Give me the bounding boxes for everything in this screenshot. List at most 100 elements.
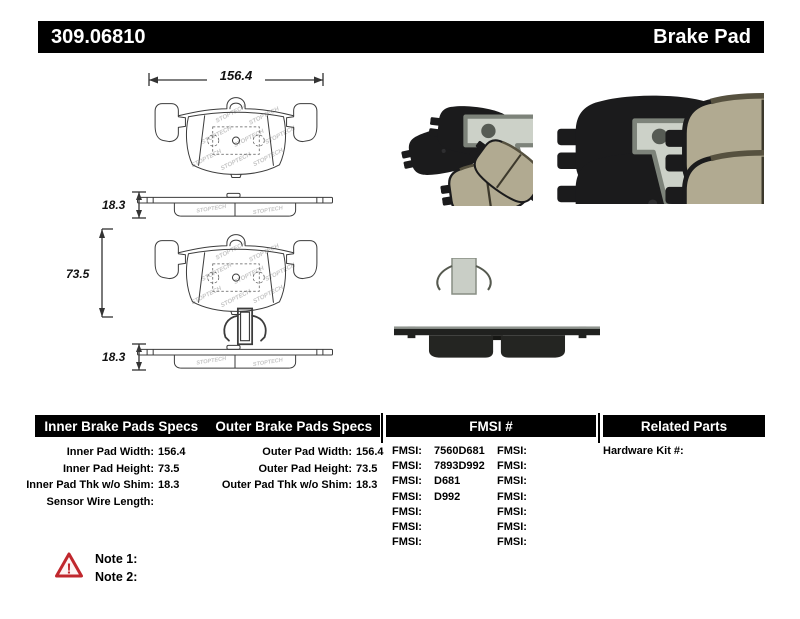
fmsi-value [426, 505, 434, 520]
fmsi-entry: FMSI: D992 [392, 490, 492, 505]
fmsi-label: FMSI: [497, 505, 527, 518]
wear-sensor-drawing [216, 305, 274, 346]
spec-value: 18.3 [356, 479, 378, 491]
spec-label: Outer Pad Width: [262, 446, 352, 458]
spec-row: Outer Pad Height: 73.5 [218, 461, 400, 478]
front-view-drawing [146, 90, 326, 182]
fmsi-label: FMSI: [392, 505, 422, 518]
fmsi-label: FMSI: [392, 521, 422, 534]
fmsi-label: FMSI: [497, 445, 527, 457]
fmsi-label: FMSI: [392, 490, 422, 503]
spec-value: 156.4 [356, 446, 384, 458]
product-photo-edge [394, 258, 600, 368]
fmsi-entry: FMSI: [497, 459, 587, 474]
spec-value: 73.5 [158, 462, 180, 475]
spec-label: Outer Pad Height: [258, 462, 352, 475]
fmsi-entry: FMSI: [497, 520, 587, 535]
fmsi-value [426, 520, 434, 535]
fmsi-value [426, 535, 434, 550]
fmsi-entry: FMSI: [497, 444, 587, 459]
inner-specs-column: Inner Pad Width: 156.4 Inner Pad Height:… [20, 444, 202, 510]
dimension-thickness-bottom-label: 18.3 [102, 350, 126, 364]
spec-value: 156.4 [158, 446, 186, 458]
inner-specs-header: Inner Brake Pads Specs [44, 418, 199, 434]
fmsi-label: FMSI: [392, 445, 422, 457]
dimension-thickness-top: 18.3 [102, 191, 146, 219]
fmsi-value [531, 490, 539, 505]
side-view-drawing [136, 190, 334, 219]
spec-row: Inner Pad Width: 156.4 [20, 444, 202, 461]
fmsi-header: FMSI # [386, 415, 596, 437]
fmsi-value [531, 474, 539, 489]
fmsi-label: FMSI: [497, 536, 527, 549]
spec-value [154, 494, 202, 511]
fmsi-value: 7560D681 [434, 445, 485, 457]
spec-value: 73.5 [356, 462, 378, 475]
note-2: Note 2: [95, 570, 138, 584]
product-photo-flat [552, 92, 764, 204]
fmsi-value: 7893D992 [434, 460, 485, 473]
related-parts-column: Hardware Kit #: [603, 444, 765, 459]
svg-text:!: ! [67, 561, 72, 578]
fmsi-label: FMSI: [392, 536, 422, 549]
fmsi-value [531, 535, 539, 550]
dimension-height-label: 73.5 [66, 267, 90, 281]
note-1: Note 1: [95, 552, 138, 566]
spec-label: Inner Pad Thk w/o Shim: [26, 479, 154, 491]
spec-label: Inner Pad Width: [66, 446, 154, 458]
warning-icon: ! [55, 552, 83, 578]
fmsi-label: FMSI: [497, 521, 527, 534]
spec-label: Outer Pad Thk w/o Shim: [221, 479, 352, 491]
column-divider [381, 413, 383, 443]
spec-value: 18.3 [158, 479, 180, 491]
part-number: 309.06810 [51, 25, 146, 48]
fmsi-column-1: FMSI: 7560D681 FMSI: 7893D992 FMSI: D681… [392, 444, 492, 550]
dimension-width: 156.4 [148, 67, 324, 86]
spec-label: Inner Pad Height: [62, 462, 154, 475]
fmsi-column-2: FMSI: FMSI: FMSI: FMSI: FMSI: FMSI: FMSI… [497, 444, 587, 550]
fmsi-entry: FMSI: [392, 505, 492, 520]
title-bar: 309.06810 Brake Pad [38, 21, 764, 53]
fmsi-value [531, 459, 539, 474]
related-part-row: Hardware Kit #: [603, 444, 765, 459]
fmsi-value: D681 [434, 475, 461, 488]
spec-row: Inner Pad Thk w/o Shim: 18.3 [20, 477, 202, 494]
fmsi-label: FMSI: [392, 475, 422, 488]
related-part-label: Hardware Kit #: [603, 445, 684, 457]
dimension-width-label: 156.4 [220, 68, 253, 83]
spec-label: Sensor Wire Length: [46, 495, 154, 508]
product-name: Brake Pad [653, 25, 751, 48]
fmsi-entry: FMSI: D681 [392, 474, 492, 489]
fmsi-header-label: FMSI # [469, 418, 513, 434]
fmsi-entry: FMSI: [392, 520, 492, 535]
spec-row: Inner Pad Height: 73.5 [20, 461, 202, 478]
dimension-height: 73.5 [66, 228, 113, 318]
fmsi-entry: FMSI: [497, 490, 587, 505]
fmsi-value [531, 444, 539, 459]
fmsi-label: FMSI: [497, 460, 527, 473]
spec-row: Outer Pad Width: 156.4 [218, 444, 400, 461]
dimension-thickness-top-label: 18.3 [102, 198, 126, 212]
specs-header-bar: Inner Brake Pads Specs Outer Brake Pads … [35, 415, 380, 437]
spec-row: Sensor Wire Length: [20, 494, 202, 511]
fmsi-label: FMSI: [497, 475, 527, 488]
side-view-drawing-2 [136, 342, 334, 371]
fmsi-value [531, 520, 539, 535]
spec-row: Outer Pad Thk w/o Shim: 18.3 [218, 477, 400, 494]
fmsi-entry: FMSI: [497, 474, 587, 489]
fmsi-entry: FMSI: [497, 535, 587, 550]
fmsi-label: FMSI: [497, 490, 527, 503]
fmsi-entry: FMSI: 7560D681 [392, 444, 492, 459]
outer-specs-header: Outer Brake Pads Specs [215, 418, 373, 434]
fmsi-entry: FMSI: 7893D992 [392, 459, 492, 474]
fmsi-entry: FMSI: [392, 535, 492, 550]
related-parts-header-label: Related Parts [640, 418, 728, 434]
fmsi-value: D992 [434, 490, 461, 503]
fmsi-value [531, 505, 539, 520]
outer-specs-column: Outer Pad Width: 156.4 Outer Pad Height:… [218, 444, 400, 494]
related-parts-header: Related Parts [603, 415, 765, 437]
dimension-thickness-bottom: 18.3 [102, 343, 146, 371]
fmsi-label: FMSI: [392, 460, 422, 473]
fmsi-entry: FMSI: [497, 505, 587, 520]
